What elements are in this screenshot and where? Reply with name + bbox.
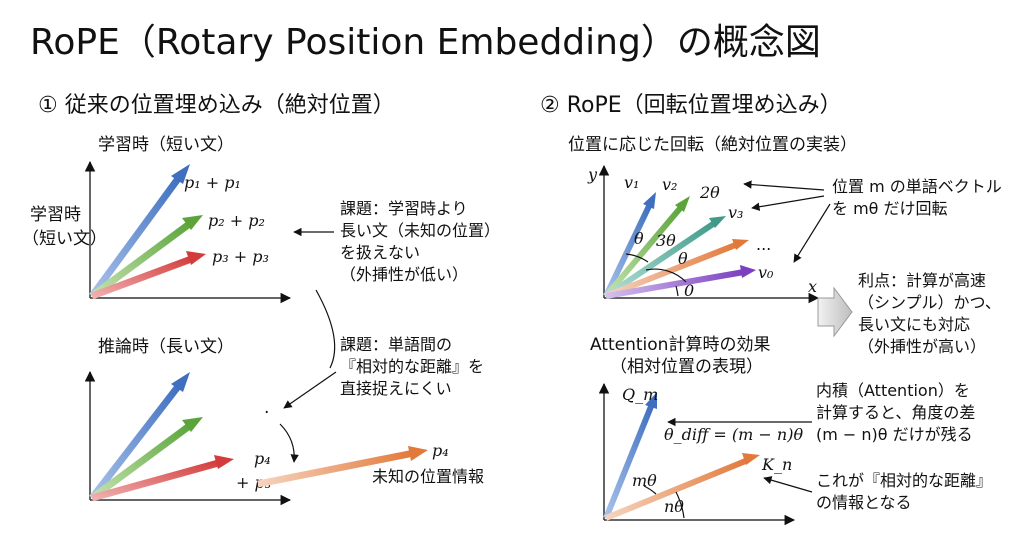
- attn-label-q: Q_m: [622, 385, 658, 404]
- note2-line2: 計算すると、角度の差: [816, 403, 975, 422]
- attn-vector-q-head: [645, 392, 657, 409]
- right-label-dots: ...: [756, 235, 771, 254]
- note1-line1: 位置 m の単語ベクトル: [832, 177, 1002, 196]
- issue2-arrow: [283, 371, 337, 409]
- benefit-line3: 長い文にも対応: [858, 315, 970, 334]
- left-label-p1: p₁ + p₁: [184, 173, 241, 192]
- attn-vector-k: [604, 457, 750, 521]
- right-angle-theta-1: θ: [634, 229, 644, 248]
- left-bottom-vector-red: [91, 458, 223, 502]
- note3-line2: の情報となる: [816, 493, 912, 512]
- right-vector-v3-head: [732, 239, 749, 250]
- right-top-caption: 位置に応じた回転（絶対位置の実装）: [568, 135, 857, 155]
- benefit-line4: （外挿性が高い）: [858, 337, 986, 356]
- attn-vector-k-head: [742, 453, 760, 465]
- right-vector-2theta-head: [709, 216, 726, 228]
- right-angle-zero: 0: [684, 281, 694, 300]
- right-bottom-axes: [598, 382, 796, 526]
- issue2-line2: 『相対的な距離』を: [340, 357, 484, 376]
- page-title: RoPE（Rotary Position Embedding）の概念図: [30, 22, 821, 63]
- right-vector-v2-head: [675, 196, 690, 212]
- issue1-line1: 課題：学習時より: [340, 199, 468, 218]
- left-label-p3b: + p₃: [236, 473, 271, 492]
- left-bottom-vector-red-head: [214, 455, 234, 469]
- right-vector-2theta: [604, 219, 718, 299]
- note1-line2: を mθ だけ回転: [832, 199, 948, 218]
- right-top-axes: [598, 164, 820, 304]
- note3-arrow: [763, 476, 813, 493]
- right-axis-x: x: [808, 277, 817, 296]
- attn-caption-2: （相対位置の表現）: [610, 357, 763, 377]
- left-vector-p1: [89, 173, 183, 299]
- issue1-line3: を扱えない: [340, 243, 420, 262]
- left-curve-arrow: [279, 423, 299, 463]
- right-vector-v0-head: [740, 265, 756, 278]
- note1-arrow-b: [751, 195, 825, 211]
- left-dots: ·: [264, 403, 269, 423]
- attn-label-k: K_n: [761, 455, 792, 474]
- attn-vector-q: [603, 402, 655, 520]
- right-axis-y: y: [587, 165, 598, 184]
- right-angle-3theta: 3θ: [656, 231, 676, 250]
- left-vector-p3-head: [186, 251, 206, 265]
- arc-m-theta: [643, 485, 657, 495]
- left-vector-p3: [90, 254, 196, 300]
- left-label-p2: p₂ + p₂: [208, 211, 265, 230]
- issue1-line2: 長い文（未知の位置）: [340, 221, 500, 240]
- benefit-line2: （シンプル）かつ、: [858, 293, 1001, 312]
- left-vector-p2-head: [182, 215, 203, 230]
- left-y-label-2: （短い文）: [22, 229, 107, 249]
- right-vector-v0: [605, 269, 745, 299]
- benefit-arrow-icon: [817, 286, 853, 338]
- left-bottom-vector-green-head: [182, 417, 203, 432]
- attn-n-theta: nθ: [664, 497, 684, 516]
- left-top-caption: 学習時（短い文）: [98, 135, 234, 155]
- arc-theta-1: [625, 253, 649, 263]
- left-unknown-label: 未知の位置情報: [372, 467, 484, 486]
- note1-arrow-a: [743, 180, 825, 191]
- right-vector-v1: [603, 202, 653, 298]
- issue1-line4: （外挿性が低い）: [340, 265, 468, 284]
- issue2-line1: 課題：単語間の: [340, 335, 452, 354]
- attn-caption-1: Attention計算時の効果: [590, 335, 770, 355]
- left-bottom-axes: [84, 370, 292, 506]
- left-vector-p2: [89, 219, 195, 299]
- right-vector-v3: [604, 241, 740, 299]
- left-vector-p1-head: [171, 164, 190, 184]
- right-label-v0: v₀: [758, 263, 774, 282]
- right-label-v2: v₂: [662, 175, 677, 194]
- right-vector-v2: [603, 204, 685, 298]
- left-bottom-vector-blue: [89, 381, 183, 501]
- left-label-p3: p₃ + p₃: [212, 247, 269, 266]
- arc-n-theta: [675, 491, 685, 519]
- left-label-p4: p₄: [254, 449, 271, 468]
- left-vector-p4-far: [257, 449, 415, 488]
- right-label-v3: v₃: [728, 203, 743, 222]
- note2-line3: (m − n)θ だけが残る: [816, 425, 973, 444]
- attn-m-theta: mθ: [632, 471, 657, 490]
- note3-line1: これが『相対的な距離』: [816, 471, 992, 490]
- right-angle-theta-2: θ: [678, 249, 688, 268]
- issue2-line3: 直接捉えにくい: [340, 379, 452, 398]
- benefit-line1: 利点：計算が高速: [858, 271, 986, 290]
- left-bottom-vector-green: [89, 421, 195, 501]
- right-vector-v1-head: [643, 192, 656, 209]
- right-label-2theta: 2θ: [699, 183, 720, 202]
- right-heading: ② RoPE（回転位置埋め込み）: [540, 93, 842, 118]
- left-vector-p4-far-head: [408, 446, 428, 461]
- left-y-label-1: 学習時: [30, 205, 81, 225]
- arc-zero: [675, 285, 679, 297]
- left-bottom-caption: 推論時（長い文）: [98, 337, 234, 357]
- note1-arrow-c: [793, 203, 831, 263]
- note2-line1: 内積（Attention）を: [816, 381, 970, 400]
- arc-theta-2: [645, 268, 687, 283]
- attn-diff-label: θ_diff = (m − n)θ: [664, 425, 803, 444]
- right-label-v1: v₁: [624, 173, 639, 192]
- left-label-p4-far: p₄: [432, 441, 449, 460]
- left-heading: ① 従来の位置埋め込み（絶対位置）: [38, 93, 395, 118]
- left-top-axes: [84, 160, 292, 304]
- left-bottom-vector-blue-head: [171, 372, 190, 392]
- issue2-connector-top: [315, 289, 336, 369]
